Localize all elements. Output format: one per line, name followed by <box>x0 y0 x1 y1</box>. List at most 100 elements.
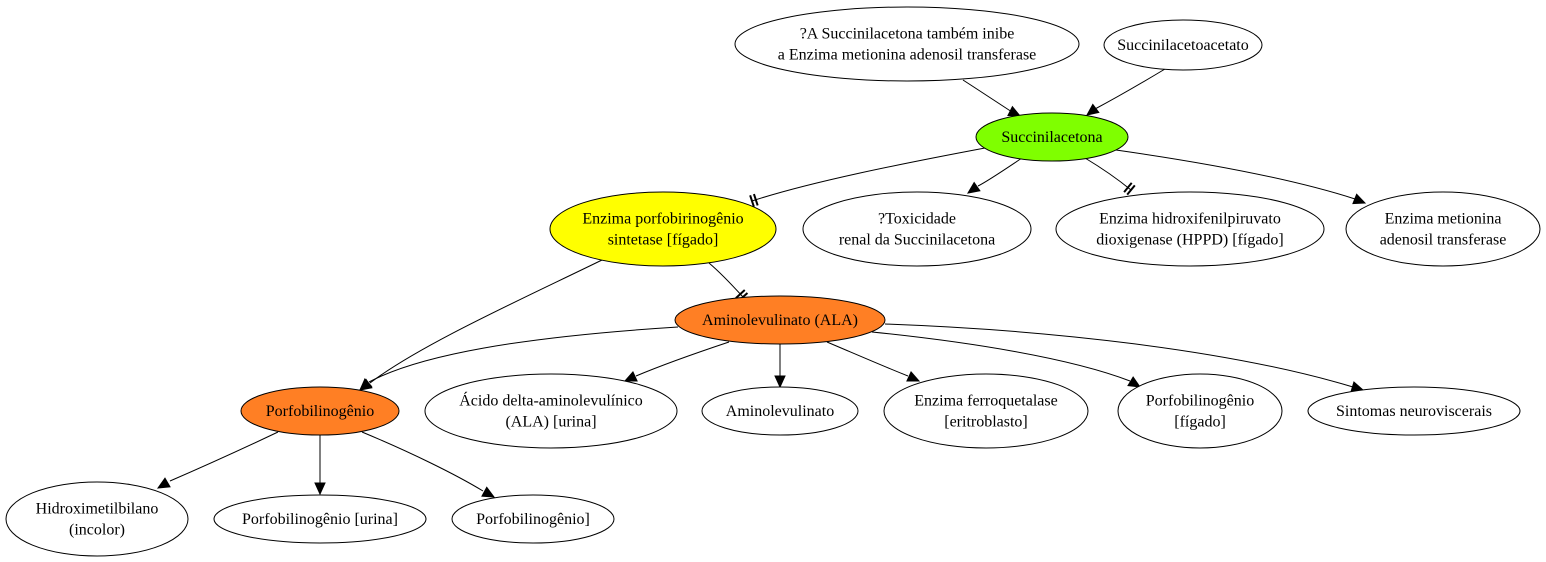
node-ellipse <box>1307 386 1521 436</box>
node-label: Porfobilinogênio <box>1146 393 1254 410</box>
node-label: Succinilacetoacetato <box>1117 37 1248 54</box>
edge-line <box>635 341 730 377</box>
edge-line <box>1115 149 1356 200</box>
node-mat: Enzima metionina adenosil transferase <box>1345 191 1541 267</box>
node-label: Sintomas neuroviscerais <box>1336 403 1492 420</box>
edge-line <box>977 157 1023 187</box>
node-ellipse <box>734 6 1080 82</box>
node-label: adenosil transferase <box>1380 232 1507 249</box>
node-label: Ácido delta-aminolevulínico <box>459 391 643 410</box>
node-ellipse <box>451 494 615 544</box>
arrowhead-icon <box>623 370 638 382</box>
edge-pbg_synth-to-ala <box>708 262 749 302</box>
inhibition-bar-icon <box>735 289 746 299</box>
node-sa: Succinilacetona <box>975 112 1129 162</box>
node-ellipse <box>802 191 1032 267</box>
arrowhead-icon <box>967 181 981 194</box>
node-ellipse <box>213 494 427 544</box>
node-ala_urina: Ácido delta-aminolevulínico (ALA) [urina] <box>424 373 678 449</box>
edge-line <box>826 341 909 377</box>
edge-line <box>871 331 1131 382</box>
node-label: Porfobilinogênio [urina] <box>242 511 398 528</box>
node-sintomas: Sintomas neuroviscerais <box>1307 386 1521 436</box>
arrowhead-icon <box>1127 376 1142 388</box>
edge-line <box>751 147 986 202</box>
node-hmb: Hidroximetilbilano(incolor) <box>5 481 189 557</box>
inhibition-bar-icon <box>1123 182 1133 193</box>
edge-q_mat-to-sa <box>962 79 1022 117</box>
node-ellipse <box>674 295 886 345</box>
node-label: ?Toxicidade <box>878 211 956 228</box>
node-label: [eritroblasto] <box>944 414 1028 431</box>
node-pbg: Porfobilinogênio <box>240 386 400 436</box>
edge-line <box>1084 157 1132 191</box>
node-ellipse <box>1103 19 1263 71</box>
arrowhead-icon <box>1352 193 1367 205</box>
arrowhead-icon <box>1086 103 1100 116</box>
arrowhead-icon <box>774 375 786 389</box>
edge-sa-to-pbg_synth <box>749 147 986 208</box>
edge-line <box>708 262 744 298</box>
edge-line <box>884 323 1354 388</box>
edge-saa-to-sa <box>1086 68 1166 116</box>
node-pbg_urina: Porfobilinogênio [urina] <box>213 494 427 544</box>
node-ferro: Enzima ferroquetalase [eritroblasto] <box>883 373 1089 449</box>
node-label: dioxigenase (HPPD) [fígado] <box>1096 232 1284 249</box>
edge-line <box>962 79 1013 113</box>
node-ellipse <box>240 386 400 436</box>
node-label: sintetase [fígado] <box>608 232 719 249</box>
edge-sa-to-mat <box>1115 149 1367 205</box>
edge-line <box>1094 68 1166 110</box>
node-label: Succinilacetona <box>1001 129 1102 146</box>
arrowhead-icon <box>156 477 171 489</box>
edge-line <box>369 259 603 384</box>
edge-sa-to-tox <box>967 157 1023 194</box>
node-ellipse <box>1055 191 1325 267</box>
edge-ala-to-pbg <box>359 326 679 391</box>
edge-ala-to-ala_urina <box>623 341 730 382</box>
node-label: Enzima porfobirinogênio <box>582 211 743 228</box>
node-label: Enzima metionina <box>1385 211 1502 228</box>
node-aminolev: Aminolevulinato <box>701 386 859 436</box>
node-ellipse <box>701 386 859 436</box>
node-pbg_b: Porfobilinogênio] <box>451 494 615 544</box>
node-ellipse <box>883 373 1089 449</box>
edge-line <box>169 431 279 482</box>
node-ellipse <box>5 481 189 557</box>
node-label: Porfobilinogênio] <box>476 511 590 528</box>
edge-pbg-to-pbg_urina <box>314 434 326 496</box>
node-ellipse <box>424 373 678 449</box>
inhibition-bar-icon <box>1126 184 1136 196</box>
edge-line <box>361 431 484 492</box>
node-saa: Succinilacetoacetato <box>1103 19 1263 71</box>
inhibition-bar-icon <box>752 193 759 206</box>
arrowhead-icon <box>481 486 496 498</box>
node-label: Aminolevulinato (ALA) <box>702 312 858 329</box>
edge-ala-to-ferro <box>826 341 921 382</box>
node-label: ?A Succinilacetona também inibe <box>800 26 1015 43</box>
node-label: (ALA) [urina] <box>505 414 596 431</box>
node-label: (incolor) <box>69 522 125 539</box>
node-label: renal da Succinilacetona <box>839 232 995 249</box>
arrowhead-icon <box>1007 105 1022 117</box>
arrowhead-icon <box>906 370 921 382</box>
edge-ala-to-pbg_figado <box>871 331 1142 388</box>
node-ellipse <box>975 112 1129 162</box>
edge-sa-to-hppd <box>1084 157 1136 196</box>
arrowhead-icon <box>359 378 373 391</box>
edges-layer <box>156 68 1367 498</box>
node-label: Enzima ferroquetalase <box>914 393 1057 410</box>
node-label: Enzima hidroxifenilpiruvato <box>1099 211 1281 228</box>
node-ellipse <box>1345 191 1541 267</box>
node-ellipse <box>1117 373 1283 449</box>
node-tox: ?Toxicidade renal da Succinilacetona <box>802 191 1032 267</box>
node-ellipse <box>549 191 777 267</box>
node-hppd: Enzima hidroxifenilpiruvato dioxigenase (… <box>1055 191 1325 267</box>
edge-ala-to-aminolev <box>774 344 786 389</box>
edge-pbg-to-hmb <box>156 431 279 489</box>
inhibition-bar-icon <box>749 194 755 208</box>
node-pbg_figado: Porfobilinogênio[fígado] <box>1117 373 1283 449</box>
